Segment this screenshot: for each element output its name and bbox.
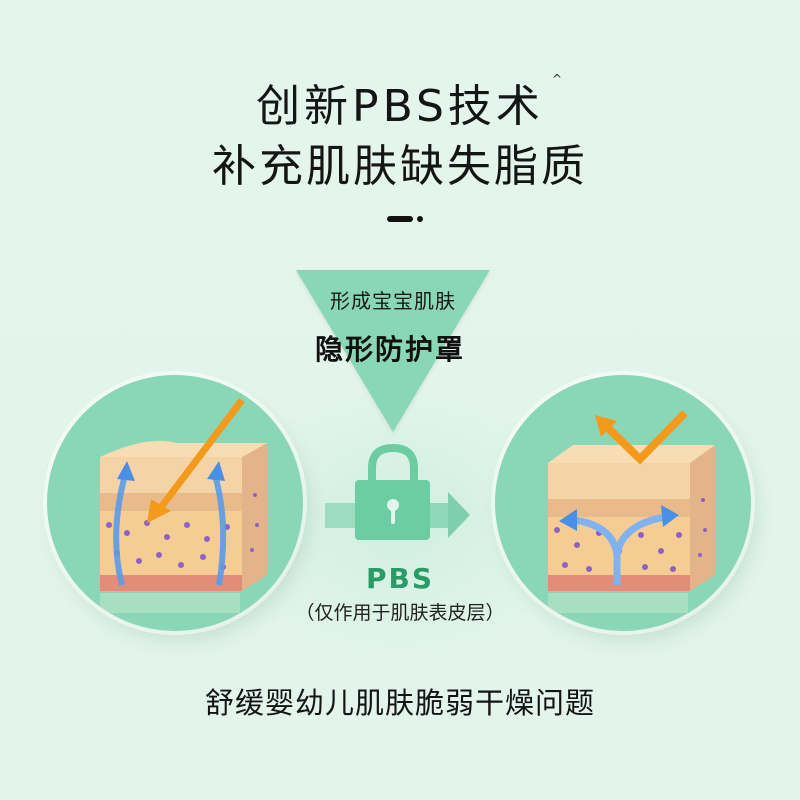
title-line-1: 创新PBS技术 [256,81,544,132]
divider-dot [417,216,423,222]
lock-icon [325,443,470,540]
pbs-label: PBS [365,562,435,595]
callout-subtitle: 形成宝宝肌肤 [330,289,456,313]
title-line-2: 补充肌肤缺失脂质 [212,141,588,192]
pbs-note: （仅作用于肌肤表皮层） [295,602,505,624]
skin-before-illustration [47,375,303,631]
skin-after-illustration [495,375,751,631]
divider-dash [387,216,413,222]
title-superscript: ^ [552,72,563,86]
callout-triangle [296,270,490,432]
pbs-lock-arrow [320,440,480,550]
footer-tagline: 舒缓婴幼儿肌肤脆弱干燥问题 [204,686,595,720]
callout-title: 隐形防护罩 [314,333,465,366]
